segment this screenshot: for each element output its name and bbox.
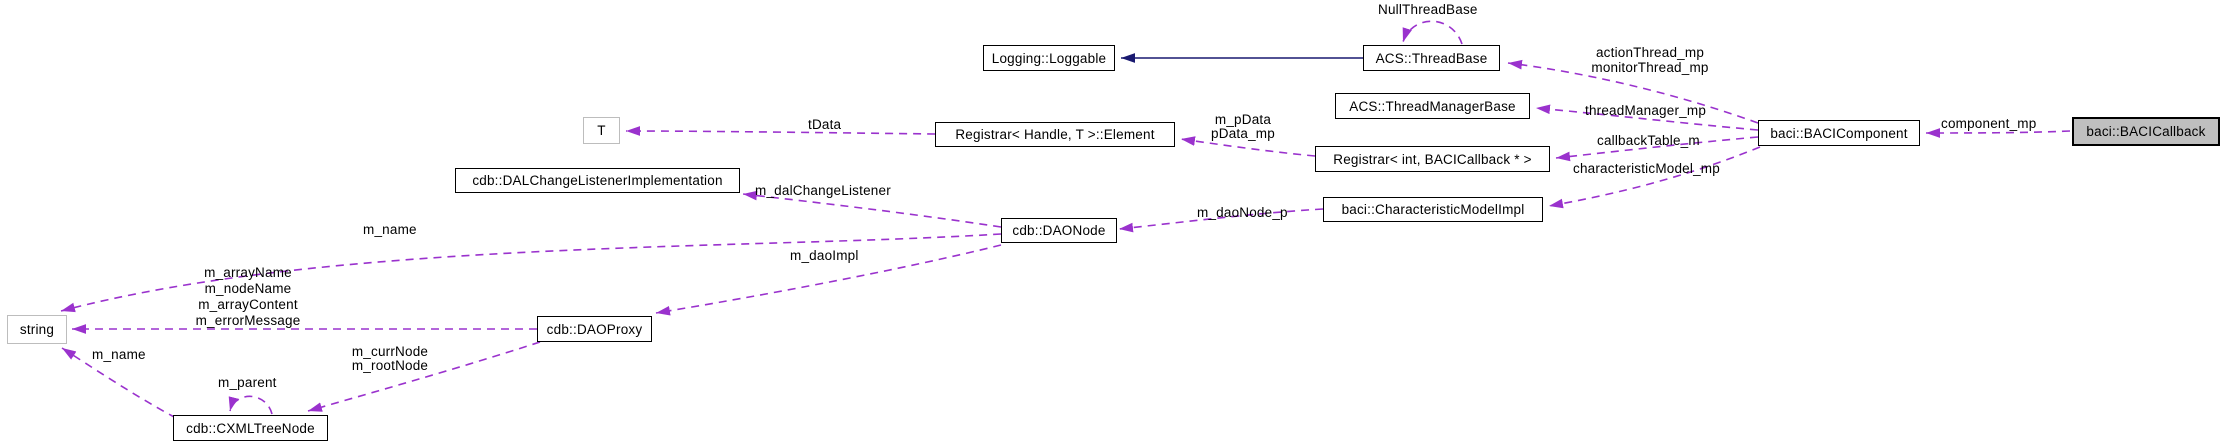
- edge-label-currnode-line: m_currNode: [351, 344, 429, 359]
- edge-label-nullthreadbase: NullThreadBase: [1378, 2, 1478, 17]
- edge-label-nodename-line: m_nodeName: [204, 281, 292, 296]
- edge-dalchangelistener: [742, 190, 1002, 228]
- edge-label-mname-daonode: m_name: [363, 222, 417, 237]
- edge-label-threadmanager: threadManager_mp: [1585, 103, 1707, 118]
- node-cdb-dalchangelistenerimplementation[interactable]: cdb::DALChangeListenerImplementation: [455, 168, 740, 193]
- edge-label-mparent: m_parent: [218, 375, 277, 390]
- edge-callbacktable: [1555, 136, 1759, 162]
- edge-label-mname-cxmltreenode: m_name: [92, 347, 146, 362]
- edge-label-callbacktable: callbackTable_m: [1597, 133, 1700, 148]
- edge-label-actionthread-line: actionThread_mp: [1595, 45, 1705, 60]
- node-acs-threadbase[interactable]: ACS::ThreadBase: [1363, 45, 1500, 71]
- node-registrar-int-bacicallback[interactable]: Registrar< int, BACICallback * >: [1315, 146, 1550, 172]
- edge-label-tdata: tData: [808, 117, 842, 132]
- edge-label-actionthread-monitorthread: actionThread_mp monitorThread_mp: [1591, 45, 1708, 75]
- node-registrar-handle-element[interactable]: Registrar< Handle, T >::Element: [935, 122, 1175, 147]
- node-string: string: [7, 315, 67, 344]
- edge-label-errormessage-line: m_errorMessage: [195, 313, 301, 328]
- edge-label-monitorthread-line: monitorThread_mp: [1591, 60, 1709, 75]
- edge-mname-daonode-string: [60, 233, 1002, 313]
- edge-label-rootnode-line: m_rootNode: [351, 358, 429, 373]
- edge-label-pdatamp-line: pData_mp: [1211, 126, 1275, 141]
- edge-label-dalchangelistener: m_dalChangeListener: [755, 183, 891, 198]
- node-acs-threadmanagerbase[interactable]: ACS::ThreadManagerBase: [1335, 93, 1530, 119]
- edge-label-currnode-rootnode: m_currNode m_rootNode: [352, 345, 428, 373]
- edge-actionthread-monitorthread: [1507, 59, 1759, 124]
- edge-threadmanager: [1535, 104, 1759, 131]
- edge-label-component: component_mp: [1941, 116, 2037, 131]
- edge-label-characteristicmodel: characteristicModel_mp: [1573, 161, 1720, 176]
- edge-daoimpl: [655, 244, 1002, 316]
- node-cdb-daoproxy[interactable]: cdb::DAOProxy: [537, 316, 652, 342]
- edge-currnode-rootnode: [307, 341, 541, 412]
- node-template-t: T: [583, 117, 620, 144]
- edge-mname-cxmltreenode-string: [61, 347, 177, 419]
- edge-mparent-self-loop: [228, 395, 273, 415]
- edge-pdata: [1180, 136, 1316, 157]
- edge-label-arraycontent-line: m_arrayContent: [198, 297, 298, 312]
- edge-label-daonode-p: m_daoNode_p: [1197, 205, 1288, 220]
- node-cdb-daonode[interactable]: cdb::DAONode: [1001, 218, 1117, 243]
- edge-label-pdata: m_pData pData_mp: [1211, 113, 1275, 141]
- edge-nullthreadbase-self-loop: [1402, 20, 1463, 45]
- node-baci-bacicomponent[interactable]: baci::BACIComponent: [1758, 120, 1920, 146]
- node-cdb-cxmltreenode[interactable]: cdb::CXMLTreeNode: [173, 415, 328, 441]
- edge-daonode-p: [1118, 208, 1324, 233]
- edge-characteristicmodel: [1548, 146, 1761, 209]
- node-baci-characteristicmodelimpl[interactable]: baci::CharacteristicModelImpl: [1323, 197, 1543, 222]
- node-logging-loggable[interactable]: Logging::Loggable: [983, 45, 1115, 71]
- edge-label-mpdata-line: m_pData: [1214, 112, 1272, 127]
- node-baci-bacicallback: baci::BACICallback: [2072, 117, 2220, 146]
- edge-component: [1925, 128, 2071, 138]
- edge-label-arrayname-line: m_arrayName: [204, 265, 292, 280]
- edge-label-daoimpl: m_daoImpl: [790, 248, 859, 263]
- edge-tdata: [625, 126, 936, 136]
- edge-label-daoproxy-string-members: m_arrayName m_nodeName m_arrayContent m_…: [196, 265, 301, 329]
